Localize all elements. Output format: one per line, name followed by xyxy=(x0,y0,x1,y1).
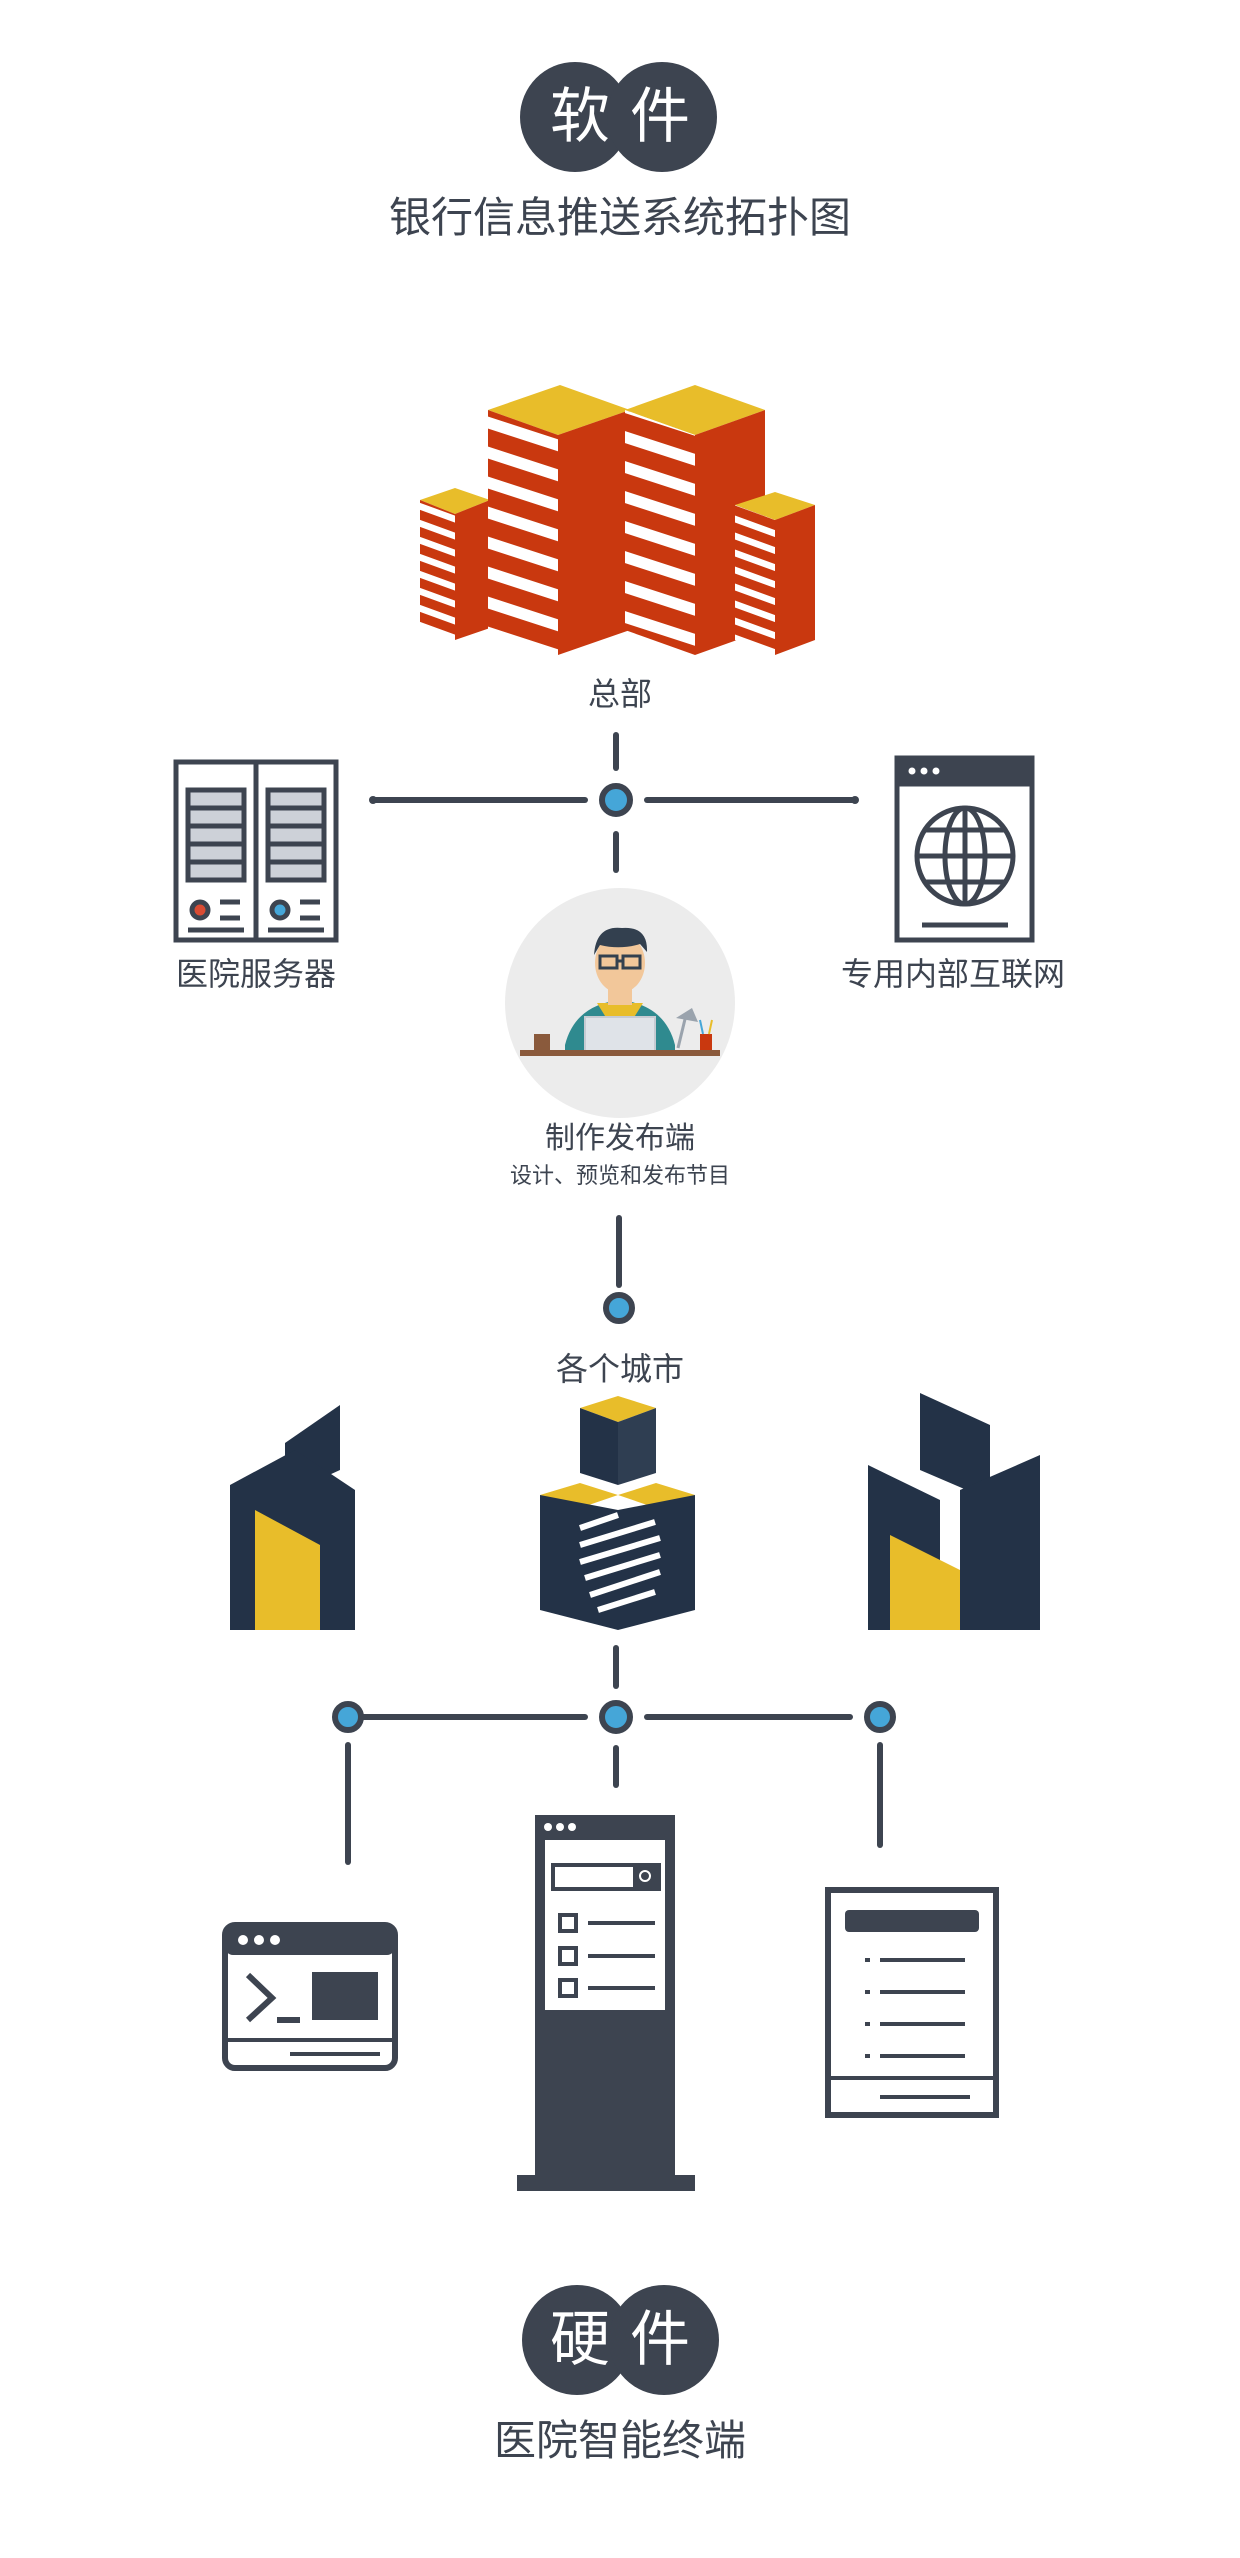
publisher-avatar-icon xyxy=(505,888,735,1118)
list-document-icon xyxy=(825,1887,999,2118)
headquarters-buildings-icon xyxy=(420,385,815,655)
terminal-window-icon xyxy=(222,1922,398,2071)
globe-browser-icon xyxy=(894,755,1035,943)
kiosk-terminal-icon xyxy=(517,1815,695,2191)
page-title: 银行信息推送系统拓扑图 xyxy=(389,193,851,242)
top-hub xyxy=(369,732,859,873)
hardware-badge: 硬 件 xyxy=(522,2285,719,2395)
headquarters-label: 总部 xyxy=(588,675,652,713)
software-badge: 软 件 xyxy=(520,62,717,172)
hardware-badge-char-1: 硬 xyxy=(550,2305,610,2375)
hospital-server-label: 医院服务器 xyxy=(176,955,336,993)
city-building-center-icon xyxy=(540,1396,695,1630)
software-badge-char-1: 软 xyxy=(550,82,610,152)
cities-node xyxy=(603,1292,635,1324)
bottom-hub-node-left xyxy=(332,1701,364,1733)
software-badge-char-2: 件 xyxy=(630,82,690,152)
publisher-title: 制作发布端 xyxy=(545,1121,695,1156)
cities-label: 各个城市 xyxy=(556,1350,684,1388)
hardware-badge-char-2: 件 xyxy=(630,2305,690,2375)
top-hub-node xyxy=(599,783,633,817)
city-building-left-icon xyxy=(230,1405,355,1630)
city-building-right-icon xyxy=(868,1393,1040,1630)
footer-title: 医院智能终端 xyxy=(494,2416,746,2465)
bottom-hub xyxy=(345,1645,883,1865)
server-rack-icon xyxy=(173,759,339,943)
bottom-hub-node-right xyxy=(864,1701,896,1733)
bottom-hub-node-center xyxy=(599,1700,633,1734)
private-network-label: 专用内部互联网 xyxy=(841,955,1065,993)
publisher-subtitle: 设计、预览和发布节目 xyxy=(510,1164,730,1189)
